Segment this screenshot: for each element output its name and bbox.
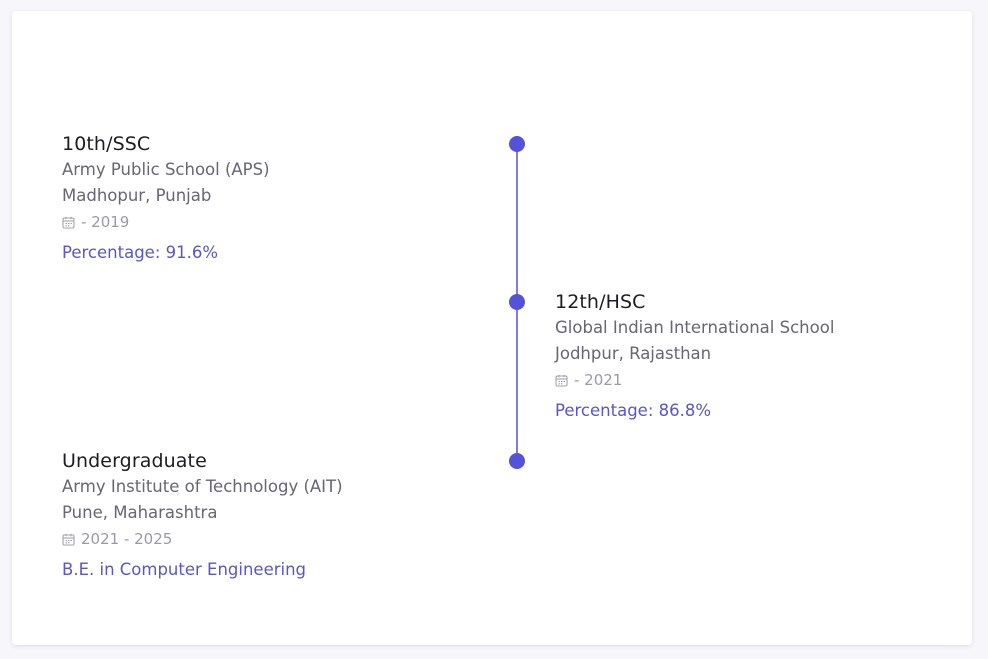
calendar-icon	[62, 216, 75, 229]
timeline-dot-hsc	[509, 294, 525, 310]
degree-title: 10th/SSC	[62, 133, 151, 155]
entry-highlight: Percentage: 86.8%	[555, 401, 712, 420]
date-text: - 2019	[81, 213, 130, 231]
degree-title: Undergraduate	[62, 450, 207, 472]
calendar-icon	[62, 533, 75, 546]
degree-title: 12th/HSC	[555, 291, 646, 313]
date-range: 2021 - 2025	[62, 526, 343, 552]
school-name: Army Public School (APS)	[62, 160, 270, 179]
date-range: - 2019	[62, 209, 270, 235]
entry-highlight: Percentage: 91.6%	[62, 243, 219, 262]
school-location: Madhopur, Punjab	[62, 186, 212, 205]
school-name: Global Indian International School	[555, 318, 835, 337]
timeline-entry-undergraduate: Undergraduate Army Institute of Technolo…	[62, 448, 343, 583]
timeline-entry-hsc: 12th/HSC Global Indian International Sch…	[555, 289, 834, 424]
entry-highlight: B.E. in Computer Engineering	[62, 560, 307, 579]
timeline-entry-ssc: 10th/SSC Army Public School (APS) Madhop…	[62, 131, 270, 266]
date-range: - 2021	[555, 367, 834, 393]
school-location: Jodhpur, Rajasthan	[555, 344, 712, 363]
school-name: Army Institute of Technology (AIT)	[62, 477, 343, 496]
timeline-dot-ssc	[509, 136, 525, 152]
school-location: Pune, Maharashtra	[62, 503, 218, 522]
education-card	[12, 11, 972, 645]
date-text: - 2021	[574, 371, 623, 389]
date-text: 2021 - 2025	[81, 530, 173, 548]
timeline-dot-undergraduate	[509, 453, 525, 469]
calendar-icon	[555, 374, 568, 387]
